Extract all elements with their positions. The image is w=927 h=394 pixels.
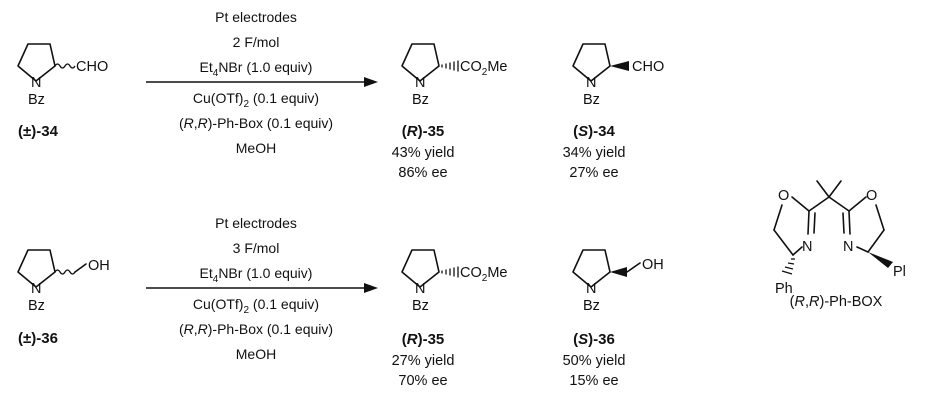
substrate-36-bz: Bz (28, 298, 45, 314)
ligand-o-right: O (866, 188, 877, 204)
reaction-arrow-1 (146, 77, 378, 87)
substrate-34-bz: Bz (28, 92, 45, 108)
product-s34: CHO N Bz (S)-34 34% yield 27% ee (563, 43, 664, 181)
product-r35-1: CO2Me N Bz (R)-35 43% yield 86% ee (392, 43, 507, 181)
ligand-ph-left: Ph (775, 281, 793, 297)
cond-2-ligand: (R,R)-Ph-Box (0.1 equiv) (179, 321, 333, 337)
product-s34-ring-n: N (586, 75, 596, 91)
ligand-o-left: O (778, 188, 789, 204)
substrate-36-label: (±)-36 (18, 330, 58, 347)
cond-2-electrolyte: Et4NBr (1.0 equiv) (200, 265, 313, 285)
cond-1-ligand: (R,R)-Ph-Box (0.1 equiv) (179, 115, 333, 131)
ligand-n-left: N (802, 239, 812, 255)
product-s34-bz: Bz (583, 92, 600, 108)
ligand-ph-right: Pl (893, 264, 906, 280)
product-s36-yield: 50% yield (563, 353, 626, 369)
conditions-1: Pt electrodes 2 F/mol Et4NBr (1.0 equiv)… (179, 9, 333, 156)
ligand-ph-box: Ph O N Pl O N (R,R)-Ph-BOX (773, 180, 906, 310)
reaction-2: OH N Bz (±)-36 Pt electrodes 3 F/mol Et4… (17, 215, 664, 389)
ligand-name: (R,R)-Ph-BOX (790, 294, 883, 310)
substrate-36-ring-n: N (31, 281, 41, 297)
product-r35-2-group: CO2Me (460, 265, 507, 284)
cond-2-solvent: MeOH (236, 346, 276, 362)
product-r35-1-group: CO2Me (460, 59, 507, 78)
product-r35-1-yield: 43% yield (392, 145, 455, 161)
ligand-n-right: N (843, 239, 853, 255)
product-r35-1-label: (R)-35 (402, 123, 445, 140)
product-r35-2-ee: 70% ee (398, 373, 447, 389)
substrate-34: CHO N Bz (±)-34 (17, 43, 108, 140)
substrate-34-label: (±)-34 (18, 123, 59, 140)
cond-2-catalyst: Cu(OTf)2 (0.1 equiv) (193, 296, 319, 316)
conditions-2: Pt electrodes 3 F/mol Et4NBr (1.0 equiv)… (179, 215, 333, 362)
product-r35-2-ring-n: N (415, 281, 425, 297)
product-s36-ring-n: N (586, 281, 596, 297)
product-s34-yield: 34% yield (563, 145, 626, 161)
substrate-36-group: OH (88, 258, 110, 274)
product-s36-label: (S)-36 (573, 331, 615, 348)
product-r35-1-bz: Bz (412, 92, 429, 108)
substrate-34-group: CHO (76, 59, 108, 75)
product-s36: OH N Bz (S)-36 50% yield 15% ee (563, 249, 664, 389)
product-s36-bz: Bz (583, 298, 600, 314)
product-s34-ee: 27% ee (569, 165, 618, 181)
cond-2-electrodes: Pt electrodes (215, 215, 297, 231)
cond-1-solvent: MeOH (236, 140, 276, 156)
product-s34-label: (S)-34 (573, 123, 615, 140)
product-s36-ee: 15% ee (569, 373, 618, 389)
cond-2-charge: 3 F/mol (233, 240, 280, 256)
product-r35-1-ee: 86% ee (398, 165, 447, 181)
cond-1-catalyst: Cu(OTf)2 (0.1 equiv) (193, 90, 319, 110)
cond-1-electrolyte: Et4NBr (1.0 equiv) (200, 59, 313, 79)
reaction-arrow-2 (146, 283, 378, 293)
product-r35-2-yield: 27% yield (392, 353, 455, 369)
product-r35-2: CO2Me N Bz (R)-35 27% yield 70% ee (392, 249, 507, 389)
product-r35-2-bz: Bz (412, 298, 429, 314)
product-s34-group: CHO (632, 59, 664, 75)
product-r35-1-ring-n: N (415, 75, 425, 91)
cond-1-charge: 2 F/mol (233, 34, 280, 50)
substrate-36: OH N Bz (±)-36 (17, 249, 110, 347)
product-r35-2-label: (R)-35 (402, 331, 445, 348)
product-s36-group: OH (642, 257, 664, 273)
reaction-1: CHO N Bz (±)-34 Pt electrodes 2 F/mol Et… (17, 9, 664, 181)
substrate-34-ring-n: N (31, 75, 41, 91)
cond-1-electrodes: Pt electrodes (215, 9, 297, 25)
